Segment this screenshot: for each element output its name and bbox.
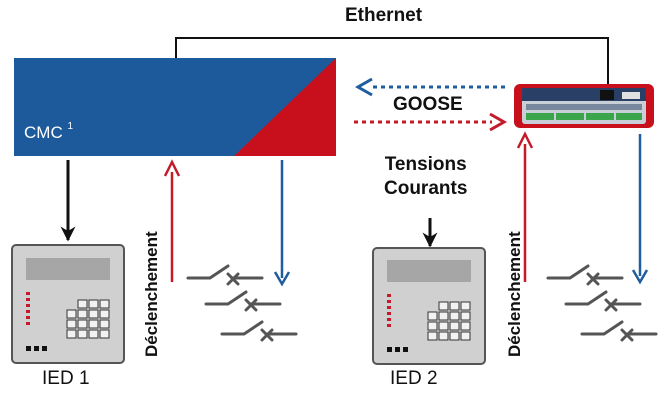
trip-arrow-left [163, 159, 181, 282]
signals-label: Tensions Courants [384, 153, 467, 201]
ethernet-label: Ethernet [345, 5, 423, 26]
breaker-arrow-left [273, 160, 291, 287]
breaker-arrow-right [631, 134, 649, 285]
goose-arrow-left [354, 77, 505, 97]
goose-arrow-right [354, 112, 508, 132]
ied2-label: IED 2 [390, 368, 438, 389]
trip-arrow-right [516, 131, 534, 282]
breaker-switches-right [546, 264, 658, 342]
ied1-label: IED 1 [42, 368, 90, 389]
trip-label-right: Déclenchement [505, 231, 524, 357]
cmc-name: CMC [24, 123, 63, 142]
tensions-label: Tensions [384, 154, 467, 175]
ethernet-line [175, 37, 609, 86]
courants-label: Courants [384, 178, 468, 199]
cmc-label: CMC 1 [24, 121, 74, 143]
goose-label: GOOSE [393, 94, 463, 115]
cmc-footnote-marker: 1 [67, 121, 74, 132]
ied1-device [11, 244, 125, 364]
breaker-switches-left [186, 264, 298, 342]
trip-label-left: Déclenchement [142, 231, 161, 357]
network-relay-device [514, 84, 654, 128]
cmc-device [14, 58, 336, 156]
ied2-device [372, 247, 486, 365]
